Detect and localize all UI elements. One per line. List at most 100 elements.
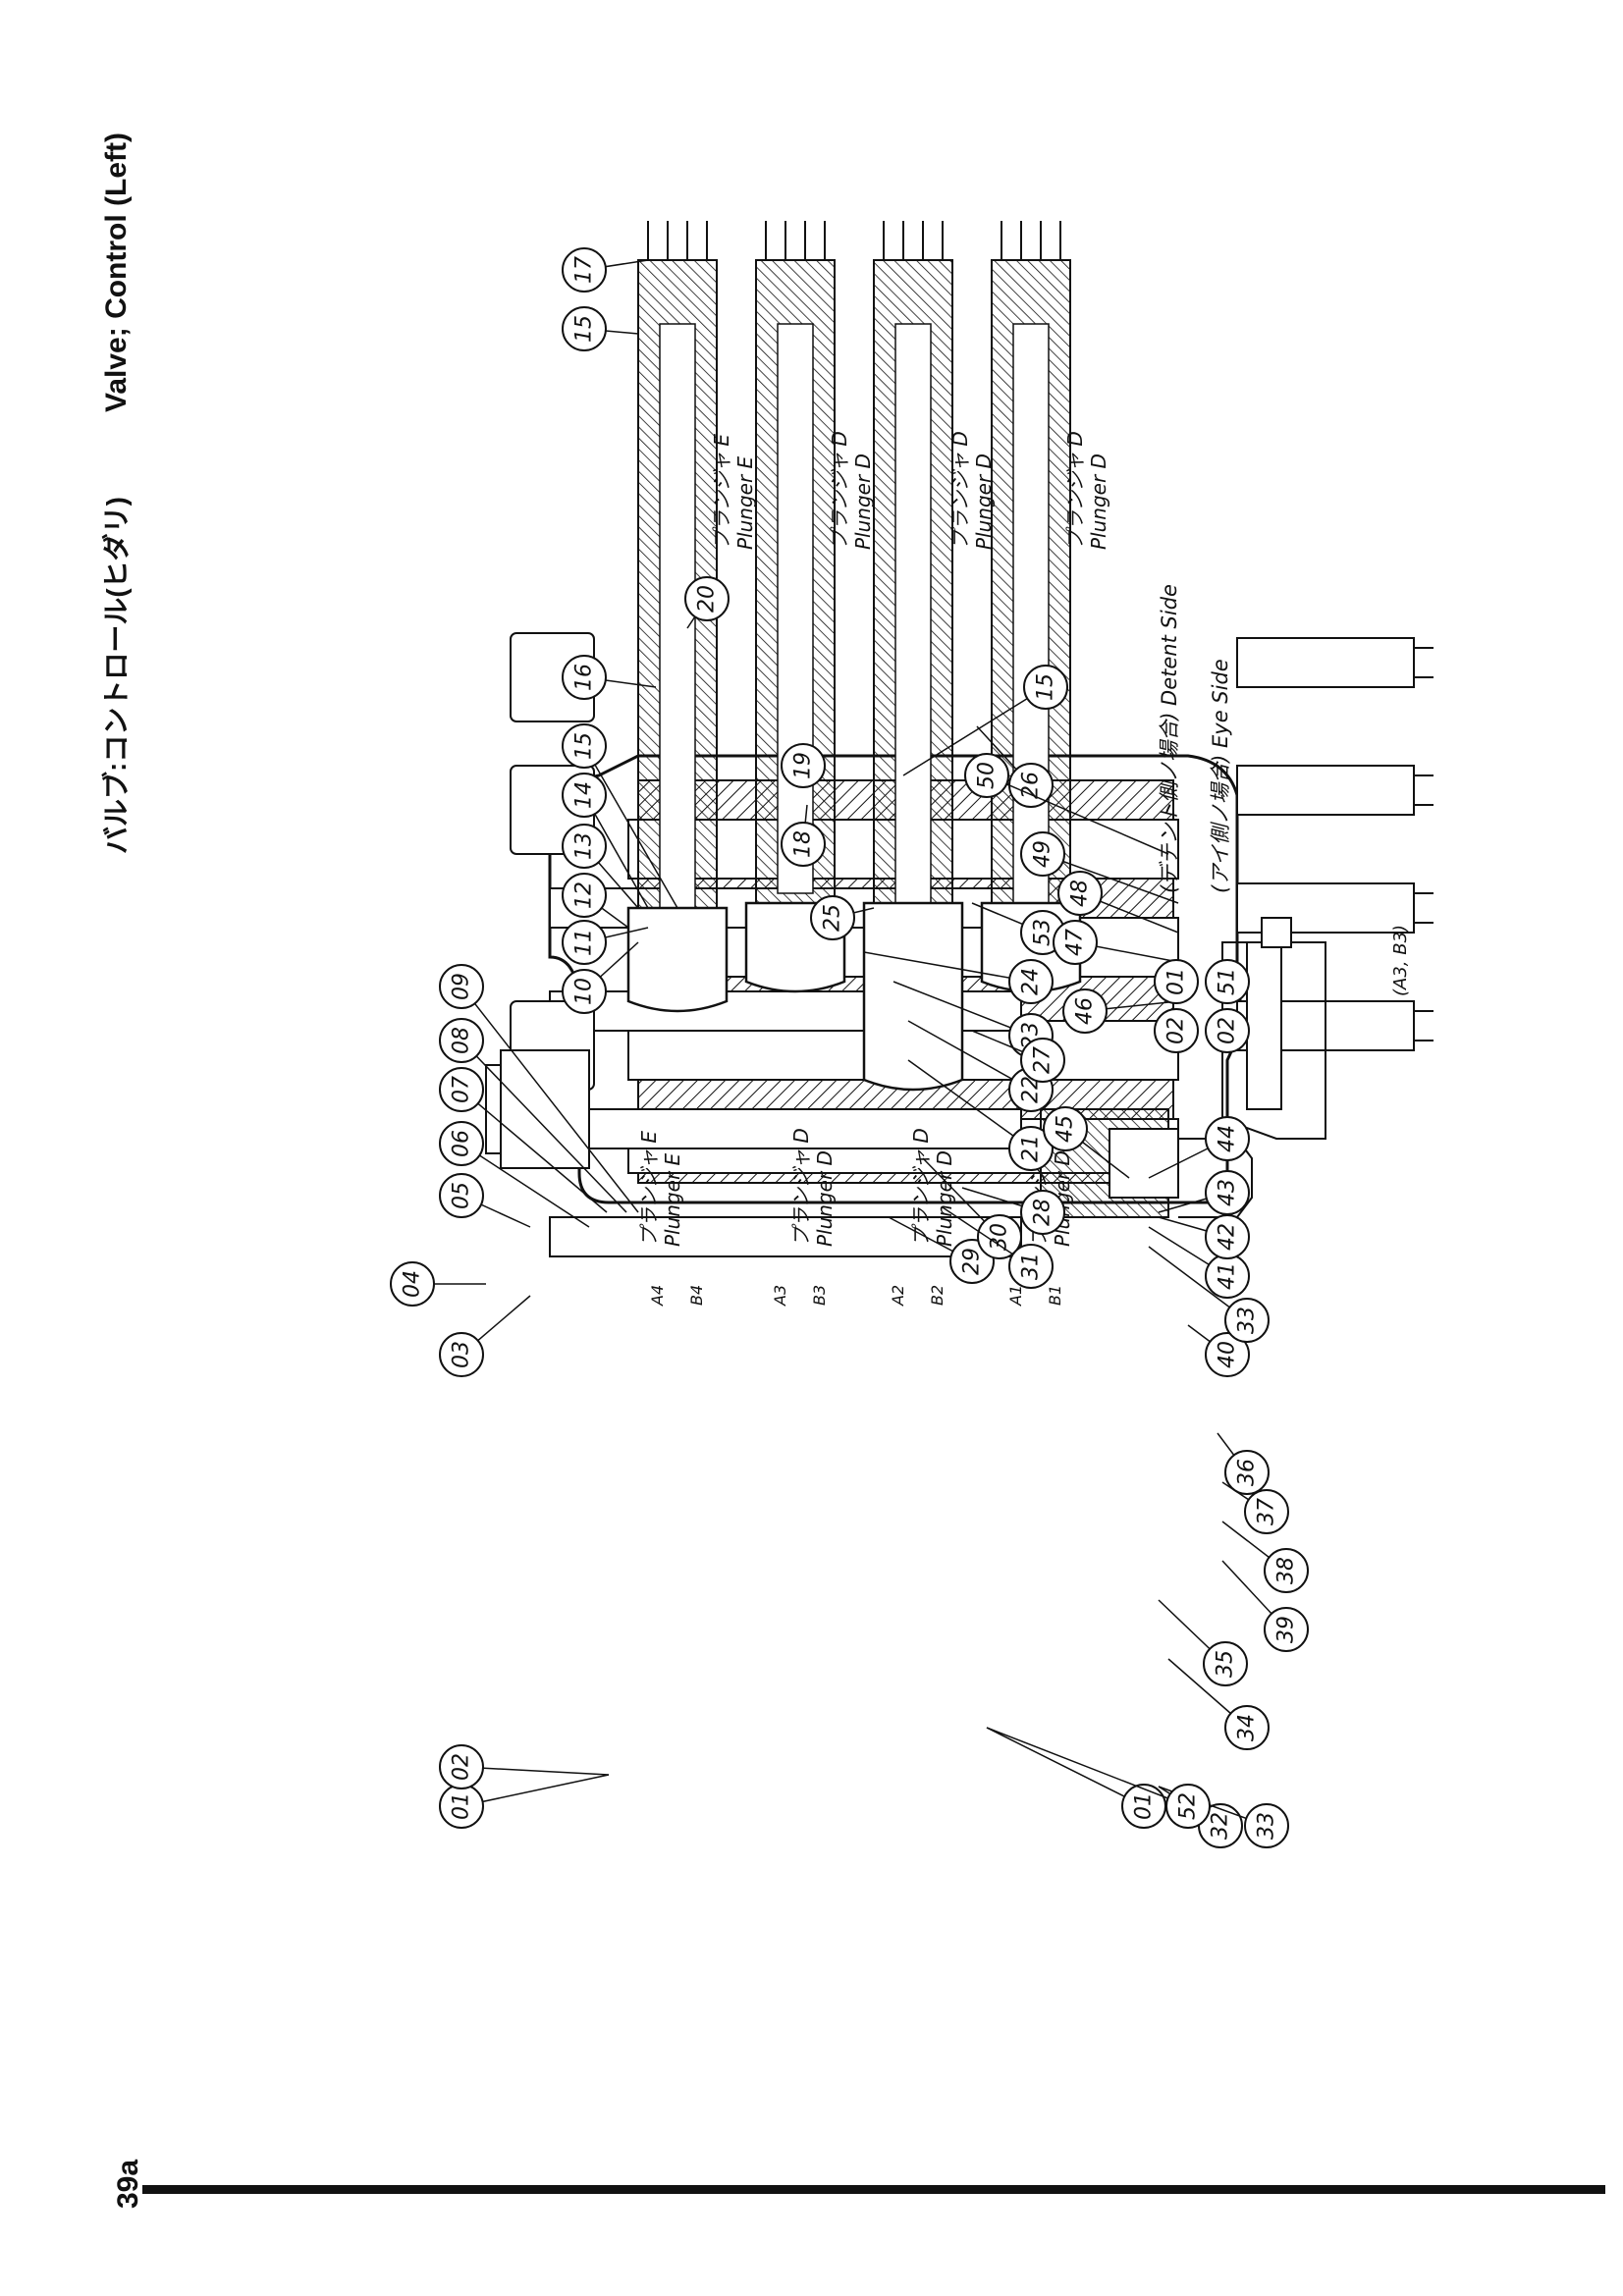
- callout-circle: [1165, 1784, 1211, 1829]
- note-detent-side: (デテント側ノ場合) Detent Side: [1158, 584, 1181, 893]
- port-label-b1: B1: [1046, 1285, 1064, 1306]
- callout-leader: [460, 986, 639, 1213]
- callout-number: 49: [1031, 840, 1055, 868]
- note-detent-ref-02: 02: [1154, 1008, 1199, 1053]
- callout-c32: 32: [1158, 1786, 1243, 1848]
- callout-number: 53: [1031, 919, 1055, 946]
- note-eye-side: (アイ側ノ場合) Eye Side: [1209, 659, 1232, 893]
- callout-circle: [562, 824, 607, 869]
- callout-circle: [1203, 1641, 1248, 1686]
- callout-number: 45: [1054, 1115, 1078, 1143]
- callout-circle: [439, 1018, 484, 1063]
- callout-number: 35: [1214, 1650, 1238, 1678]
- callout-c08: 08: [439, 1018, 627, 1213]
- callout-circle: [1053, 920, 1098, 965]
- callout-c09: 09: [439, 964, 639, 1213]
- callout-circle: [562, 920, 607, 965]
- callout-circle: [1205, 1116, 1250, 1161]
- port-label-a3: A3: [771, 1285, 789, 1307]
- callout-c19: 19: [781, 743, 826, 788]
- callout-circle: [977, 1214, 1022, 1259]
- callout-number: 44: [1216, 1125, 1240, 1152]
- callout-number: 02: [450, 1753, 474, 1781]
- callout-circle: [439, 964, 484, 1009]
- callout-c43: 43: [1158, 1170, 1250, 1215]
- note-eye-ref-51: 51: [1205, 959, 1250, 1004]
- callout-c27: 27: [971, 1030, 1065, 1083]
- callout-circle: [439, 1121, 484, 1166]
- assembly-plunger-jp-1: プランジャ E: [710, 434, 733, 550]
- body-plunger-en-2: Plunger D: [813, 1150, 837, 1247]
- title-english: Valve; Control (Left): [100, 133, 133, 412]
- callout-c17: 17: [562, 247, 649, 293]
- callout-number: 38: [1274, 1557, 1299, 1584]
- callout-c05: 05: [439, 1173, 531, 1228]
- side-notes: (デテント側ノ場合) Detent Side (アイ側ノ場合) Eye Side…: [1158, 584, 1411, 996]
- callout-c11: 11: [562, 920, 649, 965]
- callout-c02a: 02: [439, 1744, 610, 1789]
- callout-circle: [964, 753, 1009, 798]
- callout-c42: 42: [1158, 1214, 1250, 1259]
- callout-c31: 31: [942, 1206, 1054, 1289]
- callout-circle: [1020, 831, 1065, 877]
- callout-circle: [1224, 1705, 1270, 1750]
- callout-number: 06: [450, 1130, 474, 1157]
- callout-c15b: 15: [562, 306, 639, 351]
- callout-number: 04: [401, 1270, 425, 1298]
- callout-c35: 35: [1158, 1599, 1248, 1686]
- callout-number: 33: [1255, 1812, 1279, 1840]
- callout-circle: [562, 873, 607, 918]
- callout-c07: 07: [439, 1067, 608, 1213]
- callout-leader: [460, 1089, 608, 1213]
- assembly-plunger-en-1: Plunger E: [733, 455, 757, 550]
- callout-number: 19: [791, 752, 816, 779]
- callout-number: 52: [1176, 1792, 1201, 1820]
- callout-number: 05: [450, 1182, 474, 1209]
- note-eye-ref-02: 02: [1205, 1008, 1250, 1053]
- callout-number: 27: [1031, 1046, 1055, 1074]
- note-detent-ref-01: 01: [1154, 959, 1199, 1004]
- callout-number: 34: [1235, 1714, 1260, 1741]
- callout-number: 42: [1216, 1223, 1240, 1251]
- callout-c36: 36: [1217, 1432, 1270, 1495]
- callout-circle: [1224, 1298, 1270, 1343]
- callout-c33b: 33: [1148, 1246, 1270, 1343]
- note-ref-circle: [1205, 1008, 1250, 1053]
- callout-circle: [1043, 1106, 1088, 1151]
- page-rule: [142, 2185, 1605, 2194]
- callout-number: 37: [1255, 1498, 1279, 1525]
- callout-number: 50: [975, 762, 1000, 789]
- body-plunger-en-3: Plunger D: [933, 1150, 956, 1247]
- callout-circle: [562, 723, 607, 769]
- callout-circle: [1244, 1489, 1289, 1534]
- callout-leader: [907, 1059, 1032, 1149]
- callout-number: 29: [960, 1248, 985, 1275]
- callout-circle: [1008, 959, 1054, 1004]
- callout-c14: 14: [562, 773, 649, 909]
- callout-circle: [1264, 1607, 1309, 1652]
- callout-c15a: 15: [562, 723, 678, 909]
- callout-leader: [460, 1040, 627, 1213]
- callout-leader: [893, 981, 1032, 1037]
- callout-circle: [781, 822, 826, 867]
- callout-number: 01: [450, 1792, 474, 1820]
- callout-circle: [390, 1261, 435, 1307]
- callout-circle: [1023, 665, 1068, 710]
- callout-number: 25: [821, 904, 845, 932]
- callout-c34: 34: [1167, 1658, 1270, 1750]
- callout-c38: 38: [1221, 1521, 1309, 1593]
- callout-circle: [439, 1173, 484, 1218]
- callout-c01b: 01: [986, 1727, 1166, 1829]
- callout-number: 03: [450, 1341, 474, 1368]
- callout-c48: 48: [1057, 871, 1179, 934]
- body-plunger-jp-2: プランジャ D: [789, 1128, 813, 1247]
- callout-circle: [1205, 1170, 1250, 1215]
- callout-number: 01: [1132, 1792, 1157, 1820]
- callout-leader: [986, 774, 1169, 855]
- callout-number: 24: [1019, 968, 1044, 995]
- callout-number: 32: [1209, 1812, 1233, 1840]
- callout-number: 08: [450, 1027, 474, 1054]
- assembly-plunger-en-2: Plunger D: [851, 454, 875, 550]
- callout-c45: 45: [1043, 1106, 1130, 1179]
- callout-number: 36: [1235, 1459, 1260, 1486]
